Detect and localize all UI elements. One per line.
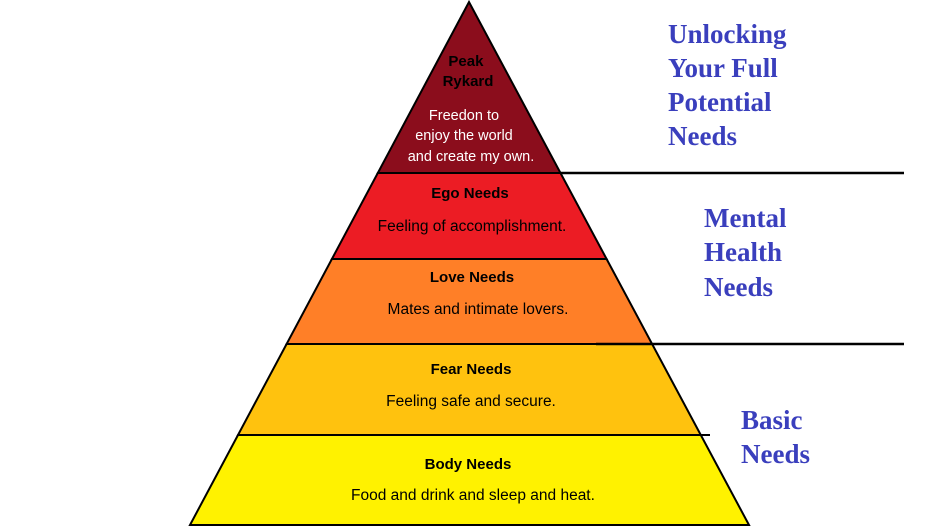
level-peak: Peak Rykard Freedon to enjoy the world a… <box>408 53 535 165</box>
level-fear-description: Feeling safe and secure. <box>386 393 556 410</box>
group-label-basic: Basic Needs <box>741 405 810 469</box>
pyramid <box>188 0 751 526</box>
level-fear-band <box>236 343 703 436</box>
level-body-description: Food and drink and sleep and heat. <box>351 487 595 504</box>
level-ego-description: Feeling of accomplishment. <box>378 218 567 235</box>
level-fear: Fear Needs Feeling safe and secure. <box>386 361 556 410</box>
group-label-potential: Unlocking Your Full Potential Needs <box>668 19 793 151</box>
group-label-mental-health: Mental Health Needs <box>704 203 793 302</box>
level-fear-title: Fear Needs <box>431 361 512 378</box>
level-love-title: Love Needs <box>430 269 514 286</box>
group-separators <box>560 171 904 436</box>
level-body-title: Body Needs <box>425 456 512 473</box>
level-peak-description: Freedon to enjoy the world and create my… <box>408 108 535 165</box>
level-peak-title: Peak Rykard <box>443 53 494 90</box>
level-body: Body Needs Food and drink and sleep and … <box>351 456 595 504</box>
level-body-band <box>188 434 751 526</box>
level-love-description: Mates and intimate lovers. <box>388 301 569 318</box>
level-love: Love Needs Mates and intimate lovers. <box>388 269 569 318</box>
level-ego-title: Ego Needs <box>431 185 509 202</box>
level-ego: Ego Needs Feeling of accomplishment. <box>378 185 567 235</box>
